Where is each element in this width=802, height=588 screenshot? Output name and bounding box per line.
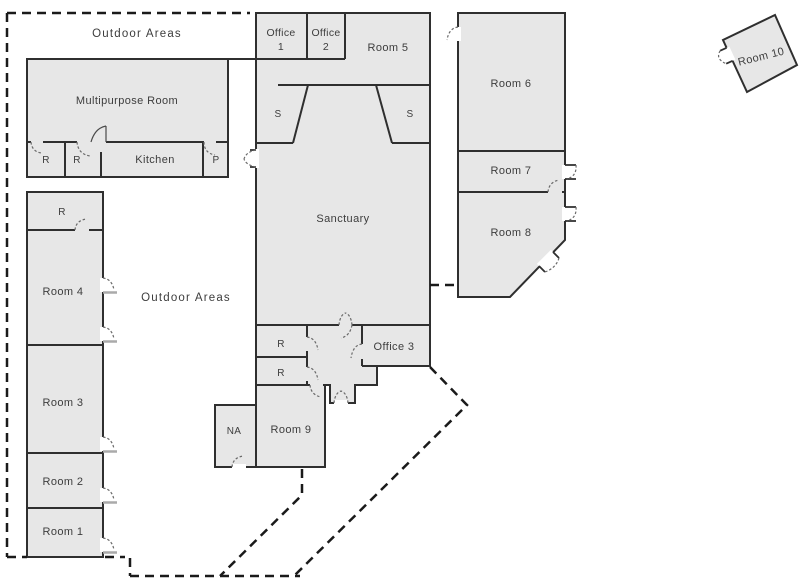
restroom-c-door-arc	[306, 336, 319, 351]
classroom-wing-outline	[26, 191, 104, 558]
restroom-a-door-arc	[30, 141, 43, 154]
room8-door-arc	[566, 206, 577, 222]
room3-door-gap	[100, 437, 106, 451]
office3-door-arc	[350, 343, 363, 359]
wing-restroom-door-arc	[74, 218, 88, 231]
outdoor-areas-label-2: Outdoor Areas	[141, 292, 231, 304]
room2-door-gap	[100, 488, 106, 502]
office3-label: Office 3	[374, 341, 415, 353]
room8-diagonal-door-frame	[538, 251, 560, 273]
restroom-b-door-arc	[76, 141, 91, 157]
room6-door-arc	[446, 26, 459, 41]
restroom-a-label: R	[42, 155, 50, 166]
office1-label-line2: 1	[278, 41, 284, 53]
room7-door-gap	[562, 165, 568, 179]
room1-door-arc	[102, 537, 115, 551]
classroom-door-landings	[103, 291, 117, 554]
classroom-wing-dividers	[27, 229, 103, 509]
sanctuary-west-door-gap	[253, 149, 259, 168]
room10-door-arc	[718, 50, 727, 65]
na-door-gap	[232, 464, 246, 470]
room3-label: Room 3	[43, 397, 84, 409]
room8-diagonal-door-arc	[544, 257, 560, 273]
room5-label: Room 5	[368, 42, 409, 54]
room10-outline	[721, 13, 799, 94]
room8-door-gap	[562, 207, 568, 221]
room7-room8-door-arc	[547, 179, 560, 193]
door-frames	[103, 46, 733, 554]
sanctuary-building-outline	[214, 12, 431, 468]
room678-dividers	[458, 150, 565, 193]
room7-label: Room 7	[491, 165, 532, 177]
room678-building-outline	[457, 12, 566, 298]
storage-right-label: S	[407, 109, 414, 120]
outdoor-areas-label-1: Outdoor Areas	[92, 28, 182, 40]
room2-label: Room 2	[43, 476, 84, 488]
room4-door-gap-b	[100, 327, 106, 341]
room6-label: Room 6	[491, 78, 532, 90]
door-swings	[30, 26, 727, 551]
exterior-door-openings	[100, 27, 736, 552]
pantry-label: P	[213, 155, 220, 166]
sanctuary-south-door-arc	[338, 312, 353, 339]
na-door-arc	[231, 455, 245, 468]
office2-label-line2: 2	[323, 41, 329, 53]
restroom-corridor-walls	[256, 325, 308, 385]
room9-label: Room 9	[271, 424, 312, 436]
sanctuary-west-door-arc	[243, 149, 257, 168]
room4-label: Room 4	[43, 286, 84, 298]
office1-label-line1: Office	[266, 27, 295, 39]
storage-left-label: S	[275, 109, 282, 120]
restroom-b-label: R	[73, 155, 81, 166]
boundary-office3-diagonal	[294, 366, 469, 576]
pantry-door-arc	[203, 141, 216, 156]
sanctuary-label: Sanctuary	[316, 213, 369, 225]
office2-label-line1: Office	[311, 27, 340, 39]
multipurpose-building-outline	[26, 58, 229, 178]
room10-door-gap	[723, 46, 736, 63]
interior-walls	[27, 13, 565, 509]
room1-label: Room 1	[43, 526, 84, 538]
room4-door-arc-b	[102, 326, 115, 340]
restroom-c-label: R	[277, 339, 285, 350]
na-label: NA	[227, 426, 242, 437]
office3-walls	[361, 325, 430, 367]
kitchen-door-leaf	[90, 125, 107, 143]
vestibule-door-arc	[333, 390, 349, 404]
room4-door-gap-a	[100, 278, 106, 292]
stage-side-walls	[256, 84, 430, 144]
room8-label: Room 8	[491, 227, 532, 239]
labels: Outdoor Areas Outdoor Areas Multipurpose…	[42, 27, 786, 538]
room78-door-frames	[565, 164, 576, 222]
outdoor-boundary	[5, 11, 469, 578]
boundary-room9-diagonal	[219, 469, 304, 577]
row-dividers	[64, 142, 204, 177]
room10-door-frame	[719, 46, 733, 65]
building-footprints	[26, 12, 799, 558]
room7-door-arc	[566, 164, 577, 180]
multipurpose-room-label: Multipurpose Room	[76, 95, 178, 107]
room2-door-arc	[102, 487, 115, 501]
room9-door-arc	[309, 384, 322, 398]
office-dividers	[306, 13, 346, 59]
room8-diagonal-door-gap	[536, 249, 556, 269]
restroom-d-door-arc	[306, 366, 319, 381]
room6-door-gap	[455, 27, 461, 41]
restroom-d-label: R	[277, 368, 285, 379]
room3-door-arc	[102, 436, 115, 450]
vestibule-door-gap	[334, 400, 348, 406]
wing-restroom-label: R	[58, 207, 66, 218]
room1-door-gap	[100, 538, 106, 552]
kitchen-label: Kitchen	[135, 154, 175, 166]
room4-door-arc-a	[102, 277, 115, 291]
